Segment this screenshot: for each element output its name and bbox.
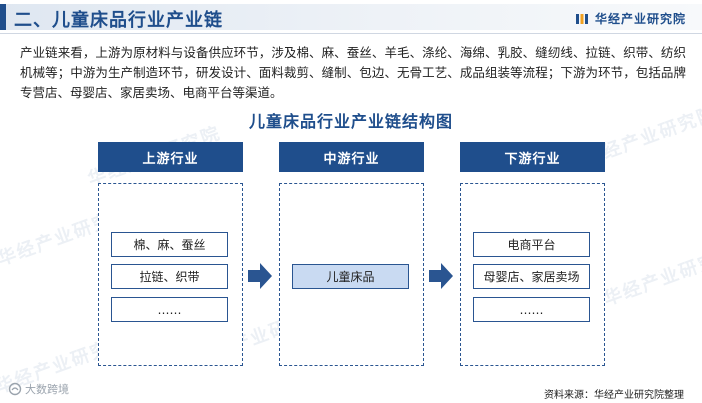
page-title: 二、儿童床品行业产业链 bbox=[14, 10, 223, 31]
downstream-header: 下游行业 bbox=[460, 142, 605, 172]
watermark: 华经产业研究院 bbox=[601, 242, 702, 311]
footer-logo-icon bbox=[8, 382, 22, 396]
midstream-item: 儿童床品 bbox=[292, 264, 409, 289]
footer-logo-text: 大数跨境 bbox=[25, 383, 69, 396]
midstream-box: 儿童床品 bbox=[279, 183, 424, 366]
brand-logo-icon bbox=[575, 13, 588, 24]
upstream-item: 棉、麻、蚕丝 bbox=[111, 232, 228, 257]
upstream-item: 拉链、织带 bbox=[111, 264, 228, 289]
arrow-right-icon bbox=[248, 263, 272, 289]
source-note: 资料来源：华经产业研究院整理 bbox=[544, 390, 684, 401]
downstream-item: 电商平台 bbox=[473, 232, 590, 257]
intro-paragraph: 产业链来看，上游为原材料与设备供应环节，涉及棉、麻、蚕丝、羊毛、涤纶、海绵、乳胶… bbox=[20, 45, 686, 100]
header-accent bbox=[0, 4, 6, 30]
upstream-header: 上游行业 bbox=[98, 142, 243, 172]
brand-name: 华经产业研究院 bbox=[594, 12, 686, 26]
midstream-header: 中游行业 bbox=[279, 142, 424, 172]
upstream-box: 棉、麻、蚕丝 拉链、织带 …… bbox=[98, 183, 243, 366]
page-header: 二、儿童床品行业产业链 华经产业研究院 bbox=[0, 0, 702, 34]
brand: 华经产业研究院 bbox=[575, 10, 686, 27]
diagram-title: 儿童床品行业产业链结构图 bbox=[248, 112, 453, 131]
arrow-right-icon bbox=[429, 263, 453, 289]
downstream-box: 电商平台 母婴店、家居卖场 …… bbox=[460, 183, 605, 366]
downstream-item: 母婴店、家居卖场 bbox=[473, 264, 590, 289]
footer-logo: 大数跨境 bbox=[8, 381, 69, 397]
downstream-item: …… bbox=[473, 297, 590, 322]
upstream-item: …… bbox=[111, 297, 228, 322]
